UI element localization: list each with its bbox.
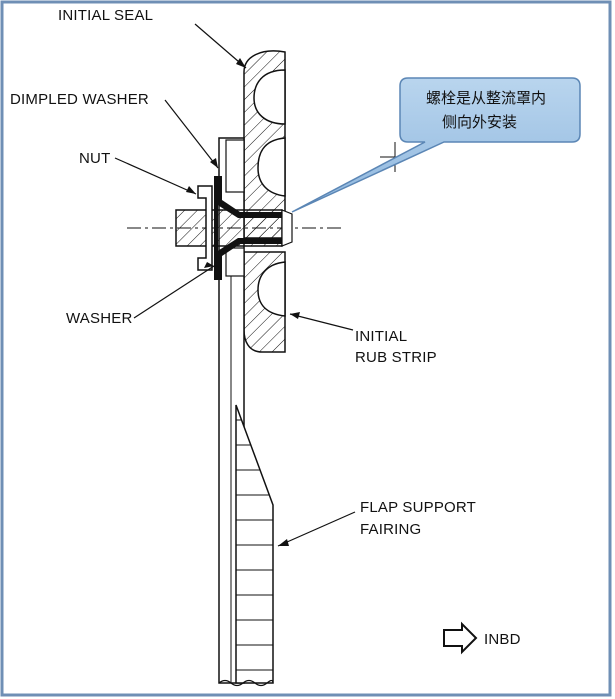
leader-lines: [114, 23, 356, 547]
washer: [214, 176, 218, 280]
label-dimpled-washer: DIMPLED WASHER: [10, 91, 149, 108]
label-initial-seal: INITIAL SEAL: [58, 7, 154, 24]
label-nut: NUT: [79, 150, 111, 167]
nut: [197, 185, 213, 271]
right-arrow-icon: [443, 621, 478, 655]
fastener-assembly: [127, 176, 345, 280]
label-flap-support-fairing-2: FAIRING: [360, 521, 422, 538]
label-initial-rub-strip-2: RUB STRIP: [355, 349, 437, 366]
flap-support-fairing: [218, 404, 274, 687]
callout-text-line2: 侧向外安装: [442, 113, 518, 131]
callout-text-line1: 螺栓是从整流罩内: [426, 89, 547, 107]
callout-bubble: [291, 77, 581, 213]
initial-seal: [243, 50, 286, 239]
leader-arrowheads: [186, 58, 300, 546]
dimpled-washer: [216, 176, 286, 218]
initial-rub-strip: [243, 251, 286, 353]
label-washer: WASHER: [66, 310, 133, 327]
label-flap-support-fairing-1: FLAP SUPPORT: [360, 499, 477, 516]
label-initial-rub-strip-1: INITIAL: [355, 328, 408, 345]
label-inbd: INBD: [484, 631, 521, 648]
